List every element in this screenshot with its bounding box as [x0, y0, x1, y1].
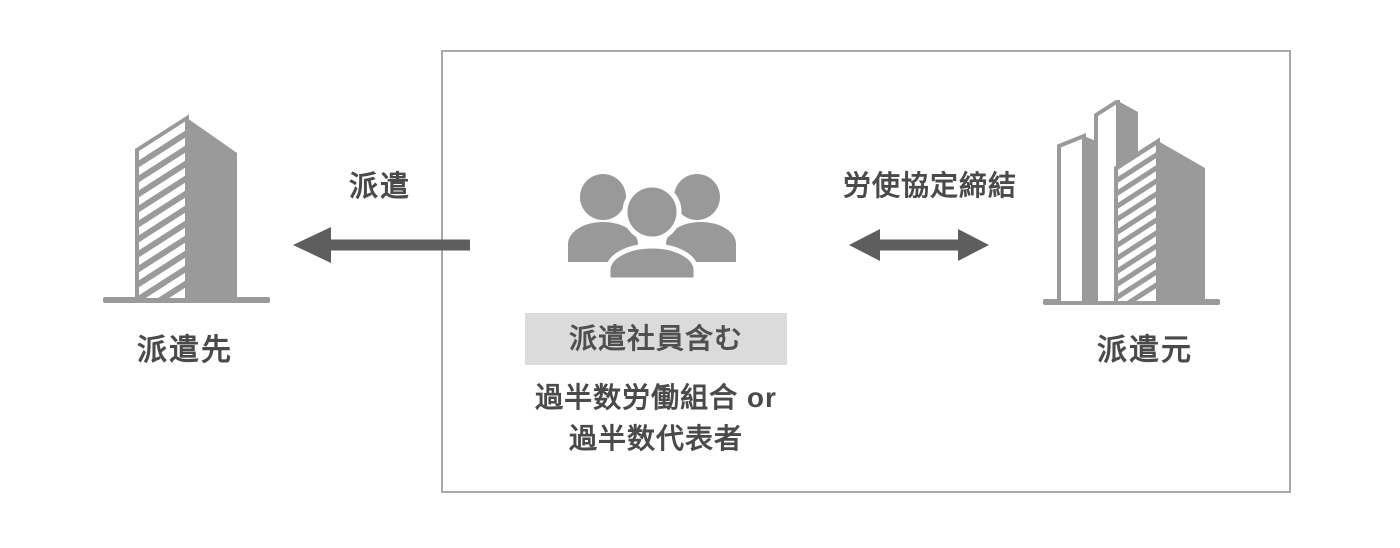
- workers-badge: 派遣社員含む: [525, 313, 787, 365]
- dispatch-destination-label: 派遣先: [137, 334, 233, 367]
- agreement-arrow-label: 労使協定締結: [842, 170, 1017, 201]
- majority-representative-line1: 過半数労働組合 or: [535, 382, 777, 413]
- agreement-double-arrow-icon: [848, 226, 990, 264]
- dispatch-arrow-icon: [291, 225, 471, 265]
- city-buildings-icon: [1043, 97, 1223, 306]
- people-group-icon: [556, 166, 748, 286]
- dispatch-arrow-label: 派遣: [348, 171, 411, 203]
- majority-representative-text: 過半数労働組合 or 過半数代表者: [494, 377, 818, 459]
- dispatch-agency-label: 派遣元: [1097, 334, 1193, 367]
- majority-representative-line2: 過半数代表者: [568, 423, 743, 454]
- agreement-scope-frame: [441, 50, 1291, 493]
- office-building-icon: [100, 113, 272, 305]
